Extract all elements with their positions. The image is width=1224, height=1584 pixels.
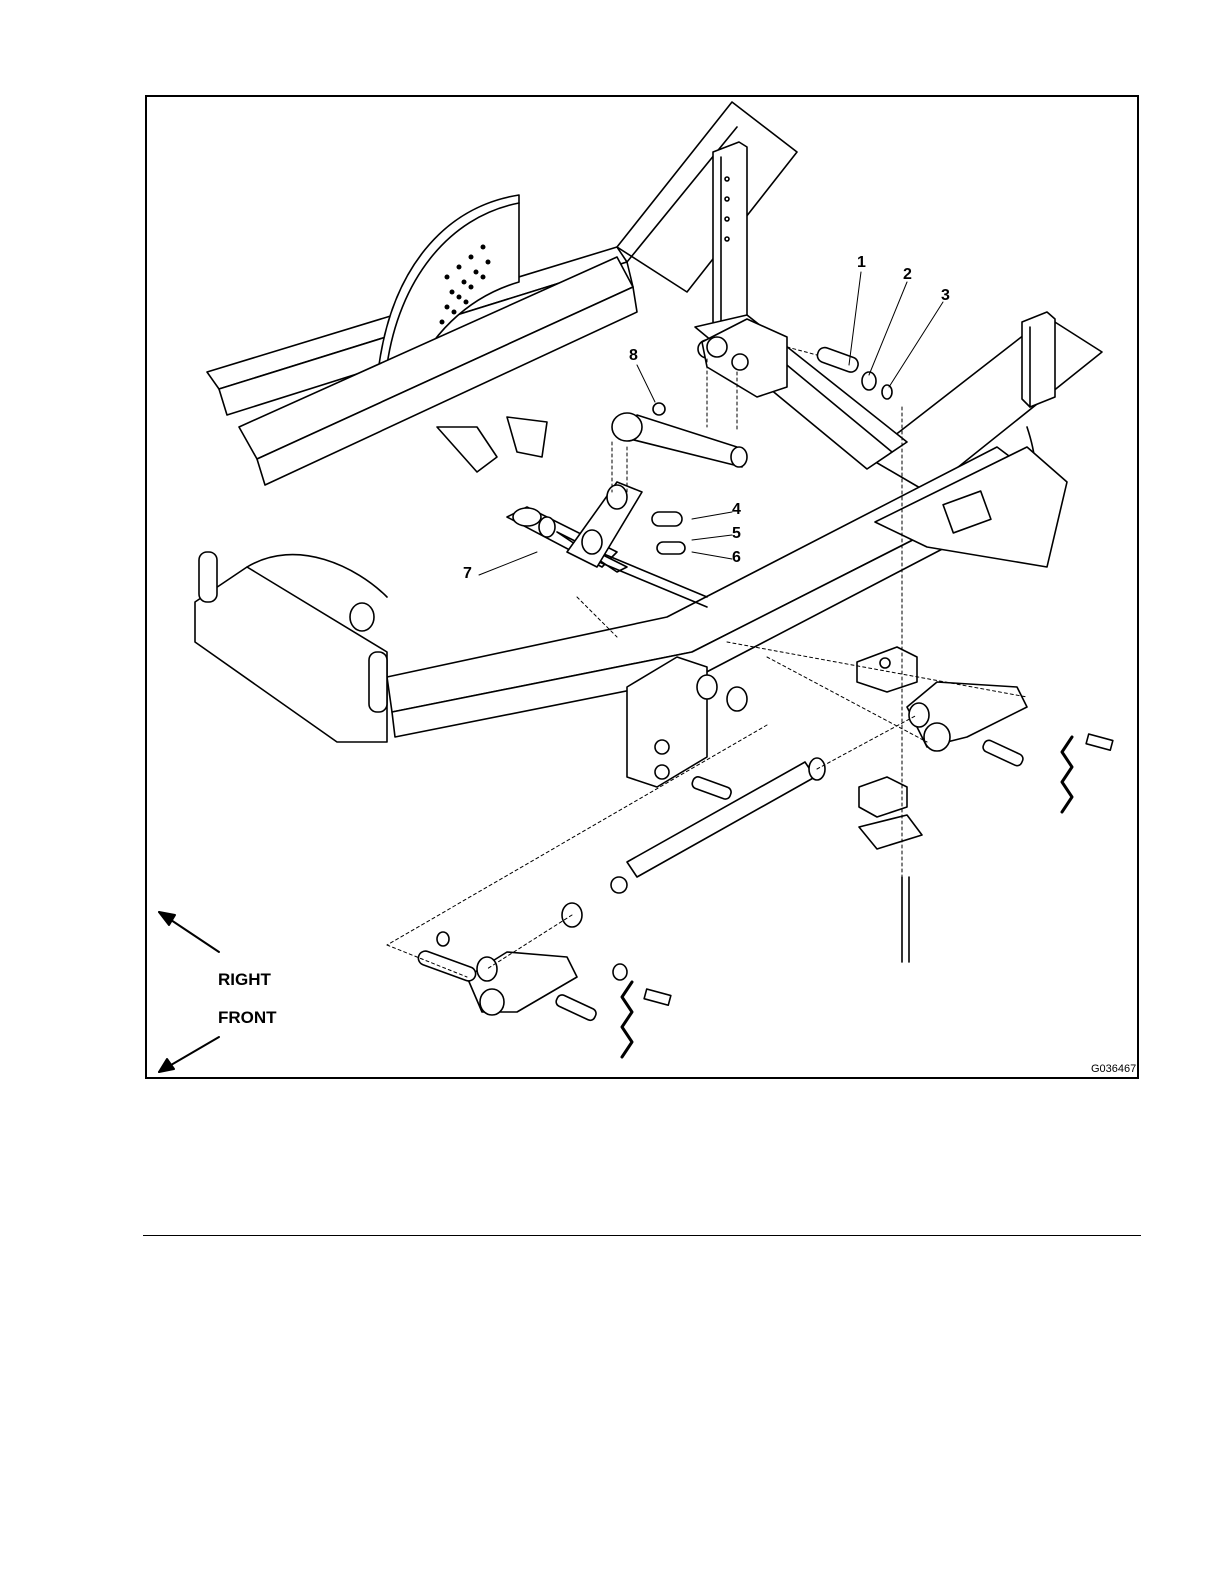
frame-assembly-drawing	[147, 97, 1139, 1079]
figure-id: G036467	[1091, 1063, 1136, 1075]
right-hitch-hardware	[857, 647, 1113, 962]
direction-label-right: RIGHT	[218, 971, 271, 989]
front-pillar	[627, 657, 747, 787]
direction-label-front: FRONT	[218, 1009, 277, 1027]
callout-5: 5	[732, 526, 741, 542]
callout-7: 7	[463, 566, 472, 582]
tie-rod	[562, 758, 825, 927]
bracket-plate	[567, 482, 685, 567]
left-vertical-post	[713, 142, 747, 327]
callout-2: 2	[903, 267, 912, 283]
left-side-box	[195, 552, 387, 742]
callout-8: 8	[629, 348, 638, 364]
section-divider	[143, 1235, 1141, 1236]
callout-3: 3	[941, 288, 950, 304]
callout-4: 4	[732, 502, 741, 518]
callout-1: 1	[857, 255, 866, 271]
exploded-view-figure: 1 2 3 4 5 6 7 8 RIGHT FRONT G036467	[145, 95, 1139, 1079]
left-hitch-hardware	[416, 932, 670, 1057]
direction-arrows	[159, 912, 219, 1072]
callout-6: 6	[732, 550, 741, 566]
axle-tube	[612, 403, 747, 467]
